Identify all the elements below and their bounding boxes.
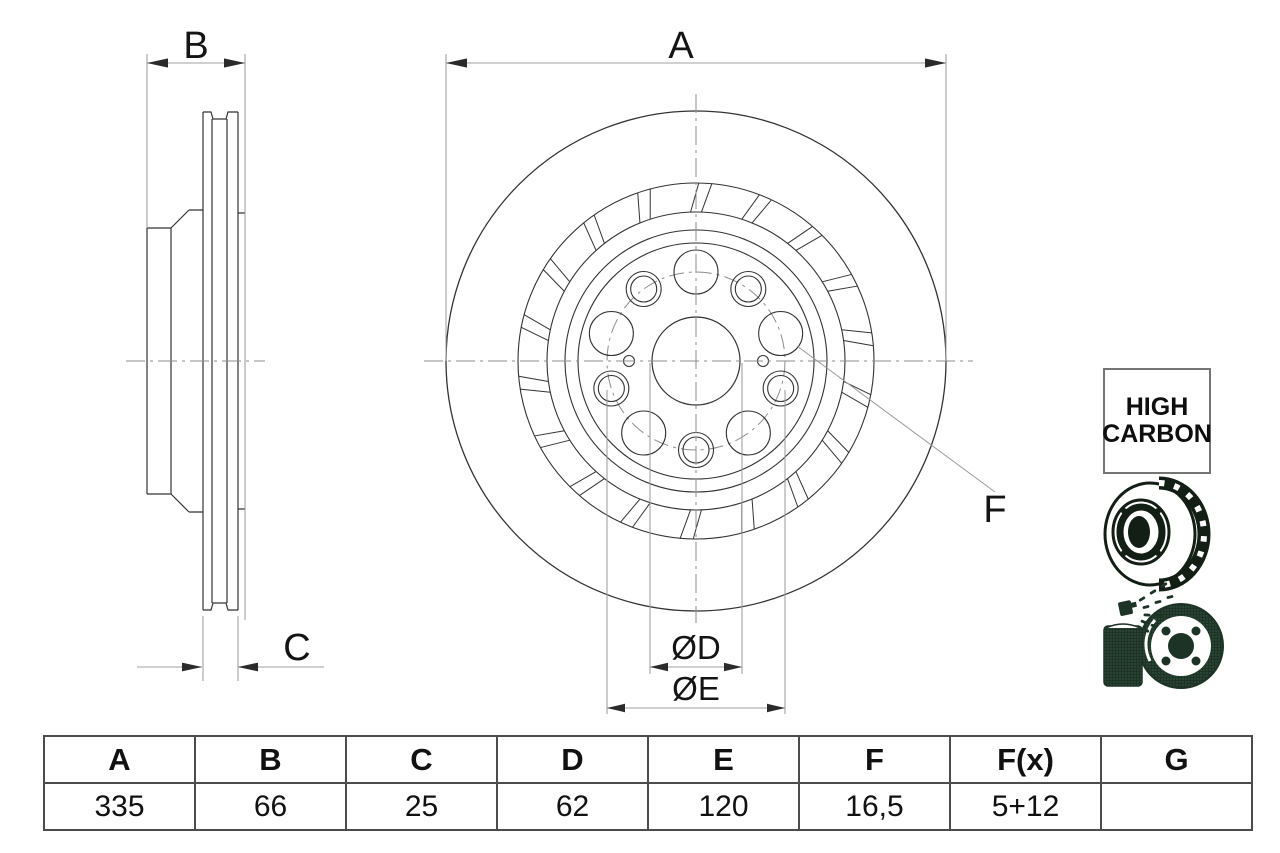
col-header-B: B bbox=[194, 735, 347, 784]
col-header-C: C bbox=[345, 735, 498, 784]
value-B: 66 bbox=[194, 782, 347, 831]
vent-ribs bbox=[518, 182, 874, 540]
value-Fx: 5+12 bbox=[949, 782, 1102, 831]
spray-droplets bbox=[1138, 582, 1174, 633]
drawing-canvas: A B C F ØD ØE bbox=[126, 25, 1224, 714]
label-B: B bbox=[183, 25, 208, 67]
dimension-table: A B C D E F F(x) G 335 66 25 62 120 16,5… bbox=[43, 735, 1253, 831]
label-C: C bbox=[283, 627, 310, 669]
label-F: F bbox=[983, 489, 1006, 531]
spray-can-body bbox=[1103, 625, 1143, 687]
value-C: 25 bbox=[345, 782, 498, 831]
value-E: 120 bbox=[647, 782, 800, 831]
col-header-A: A bbox=[43, 735, 196, 784]
col-header-Fx: F(x) bbox=[949, 735, 1102, 784]
value-G bbox=[1100, 782, 1253, 831]
arrowheads bbox=[147, 58, 946, 713]
high-carbon-badge: HIGH CARBON bbox=[1102, 368, 1212, 474]
col-header-D: D bbox=[496, 735, 649, 784]
leader-line-F bbox=[796, 345, 996, 493]
label-dia-E: ØE bbox=[672, 670, 720, 707]
coating-spray-icon bbox=[1103, 582, 1224, 689]
value-D: 62 bbox=[496, 782, 649, 831]
badge-line-1: HIGH bbox=[1125, 392, 1189, 421]
value-A: 335 bbox=[43, 782, 196, 831]
col-header-G: G bbox=[1100, 735, 1253, 784]
front-view-crosshair bbox=[424, 94, 973, 623]
badge-line-2: CARBON bbox=[1102, 420, 1212, 448]
label-dia-D: ØD bbox=[671, 629, 721, 666]
col-header-F: F bbox=[798, 735, 951, 784]
col-header-E: E bbox=[647, 735, 800, 784]
table-value-row: 335 66 25 62 120 16,5 5+12 bbox=[43, 782, 1253, 831]
label-A: A bbox=[668, 25, 694, 67]
table-header-row: A B C D E F F(x) G bbox=[43, 735, 1253, 784]
vented-disc-icon bbox=[1103, 476, 1211, 592]
extension-lines bbox=[146, 54, 947, 714]
dimension-labels: A B C F ØD ØE bbox=[183, 25, 1006, 707]
value-F: 16,5 bbox=[798, 782, 951, 831]
